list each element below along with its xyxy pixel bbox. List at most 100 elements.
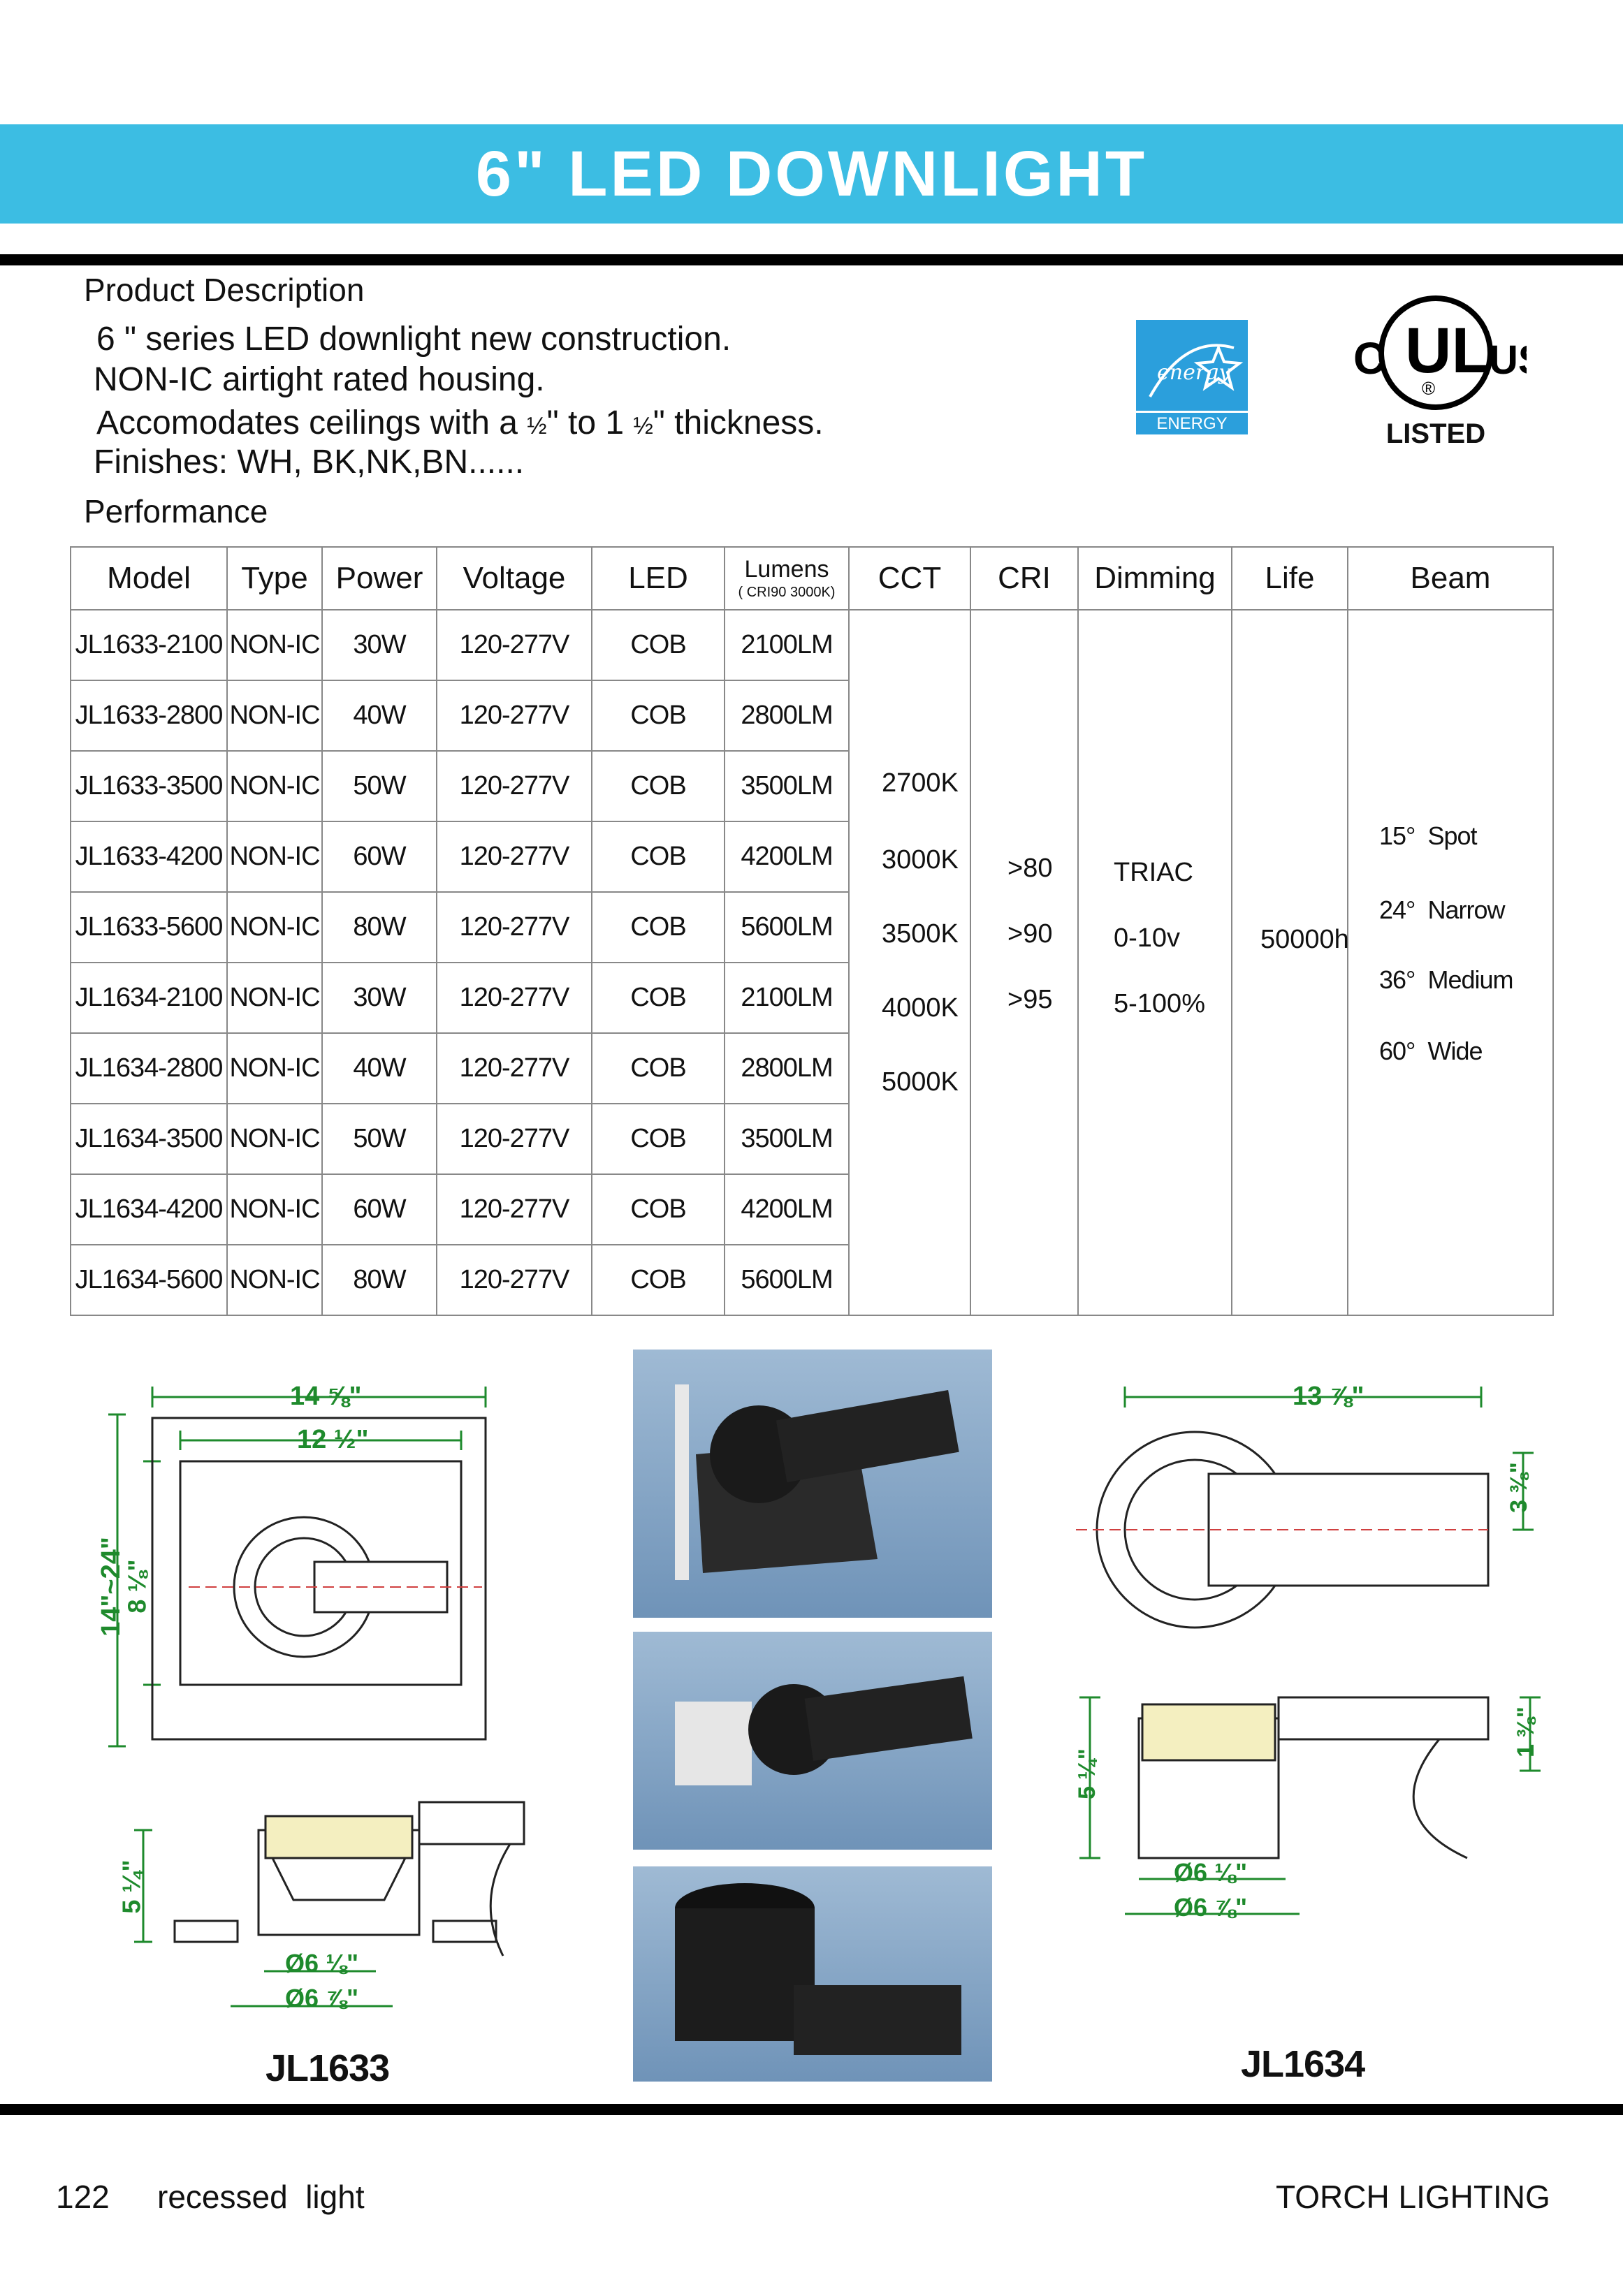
dim-side-height: 5 ¼" [1073, 1748, 1100, 1799]
energy-star-icon: energy [1149, 344, 1244, 397]
dim-width: 13 ⅞" [1293, 1382, 1364, 1411]
jl1633-drawing: 14 ⅝" 12 ½" 14"~24" 8 ⅛" 5 ¼" Ø6 ⅛" Ø6 ⅞… [96, 1369, 566, 2040]
cell-led: COB [591, 609, 725, 681]
fraction-half-2: ½ [633, 413, 653, 439]
cell-voltage: 120-277V [436, 1173, 592, 1245]
merged-cell-dimming [1077, 609, 1232, 1316]
dim-diameter-inner: Ø6 ⅛" [1174, 1858, 1248, 1887]
cell-power: 50W [321, 750, 437, 822]
cell-voltage: 120-277V [436, 891, 592, 963]
beam-24-narrow: 24° Narrow [1379, 895, 1505, 925]
col-lumens-label: Lumens [744, 556, 829, 583]
description-line-3-b: " to 1 [546, 404, 634, 441]
cell-model: JL1633-3500 [70, 750, 228, 822]
cell-power: 80W [321, 891, 437, 963]
ul-listed-logo: C UL ® US LISTED [1345, 290, 1545, 458]
cell-led: COB [591, 962, 725, 1034]
cell-led: COB [591, 680, 725, 752]
cell-voltage: 120-277V [436, 1032, 592, 1104]
performance-heading: Performance [84, 493, 268, 529]
col-lumens: Lumens ( CRI90 3000K) [724, 546, 850, 610]
cell-type: NON-IC [226, 962, 323, 1034]
dim-side-height: 5 ¼" [117, 1859, 146, 1914]
ul-us: US [1489, 337, 1527, 383]
col-voltage: Voltage [436, 546, 592, 610]
page-number: 122 [56, 2179, 110, 2215]
bottom-divider [0, 2104, 1623, 2115]
cell-type: NON-IC [226, 1103, 323, 1175]
cell-lumens: 2100LM [724, 962, 850, 1034]
cell-model: JL1633-4200 [70, 821, 228, 893]
dim-width-outer: 14 ⅝" [290, 1382, 362, 1411]
cell-lumens: 5600LM [724, 891, 850, 963]
energy-star-label: ENERGY STAR [1136, 411, 1248, 455]
dim-box-height: 3 ⅜" [1505, 1462, 1532, 1513]
ul-registered: ® [1422, 378, 1435, 399]
description-line-2: NON-IC airtight rated housing. [94, 361, 545, 398]
beam-15-spot: 15° Spot [1379, 821, 1478, 851]
jl1633-caption: JL1633 [265, 2047, 390, 2089]
col-beam: Beam [1347, 546, 1554, 610]
cell-model: JL1633-2800 [70, 680, 228, 752]
col-lumens-note: ( CRI90 3000K) [738, 585, 836, 600]
jl1634-drawing: 13 ⅞" 3 ⅜" 5 ¼" 1 ⅜" Ø6 ⅛" Ø6 ⅞" [1073, 1369, 1558, 1984]
product-photo-1 [633, 1350, 992, 1618]
cell-power: 40W [321, 680, 437, 752]
cell-voltage: 120-277V [436, 1103, 592, 1175]
cct-value: 5000K [882, 1067, 959, 1097]
cri-value: >80 [1007, 854, 1053, 883]
cell-led: COB [591, 1173, 725, 1245]
beam-degree: 24° [1379, 895, 1415, 924]
beam-60-wide: 60° Wide [1379, 1037, 1483, 1066]
cct-value: 2700K [882, 768, 959, 798]
cell-voltage: 120-277V [436, 1244, 592, 1316]
cri-value: >95 [1007, 985, 1053, 1014]
dim-diameter-inner: Ø6 ⅛" [285, 1949, 359, 1977]
cell-type: NON-IC [226, 1244, 323, 1316]
description-line-4: Finishes: WH, BK,NK,BN...... [94, 444, 525, 481]
jl1634-caption: JL1634 [1241, 2043, 1365, 2085]
cell-voltage: 120-277V [436, 680, 592, 752]
merged-cell-cct [848, 609, 971, 1316]
cell-model: JL1633-2100 [70, 609, 228, 681]
page-title: 6" LED DOWNLIGHT [475, 138, 1148, 210]
ul-text: UL [1405, 315, 1491, 386]
description-line-3-a: Accomodates ceilings with a [96, 404, 527, 441]
beam-name: Spot [1427, 821, 1477, 850]
cct-value: 3000K [882, 845, 959, 875]
col-dimming: Dimming [1077, 546, 1232, 610]
description-heading: Product Description [84, 272, 365, 308]
cell-lumens: 2100LM [724, 609, 850, 681]
fraction-half-1: ½ [527, 413, 547, 439]
product-photo-2 [633, 1632, 992, 1850]
merged-cell-beam [1347, 609, 1554, 1316]
cell-lumens: 4200LM [724, 1173, 850, 1245]
cell-type: NON-IC [226, 750, 323, 822]
cell-led: COB [591, 1244, 725, 1316]
life-value: 50000h [1260, 925, 1349, 954]
cell-led: COB [591, 750, 725, 822]
dim-diameter-outer: Ø6 ⅞" [285, 1984, 359, 2012]
col-led: LED [591, 546, 725, 610]
col-life: Life [1231, 546, 1348, 610]
beam-degree: 36° [1379, 965, 1415, 994]
cell-model: JL1634-2100 [70, 962, 228, 1034]
footer-brand: TORCH LIGHTING [1276, 2179, 1550, 2215]
beam-name: Medium [1427, 965, 1513, 994]
cell-lumens: 5600LM [724, 1244, 850, 1316]
energy-star-script: energy [1157, 360, 1231, 385]
jl1634-diagram [1076, 1387, 1541, 1915]
cell-model: JL1634-3500 [70, 1103, 228, 1175]
merged-cell-cri [970, 609, 1079, 1316]
cell-led: COB [591, 1103, 725, 1175]
product-photo-3 [633, 1866, 992, 2082]
beam-degree: 15° [1379, 821, 1415, 850]
cell-lumens: 2800LM [724, 1032, 850, 1104]
top-divider [0, 254, 1623, 265]
